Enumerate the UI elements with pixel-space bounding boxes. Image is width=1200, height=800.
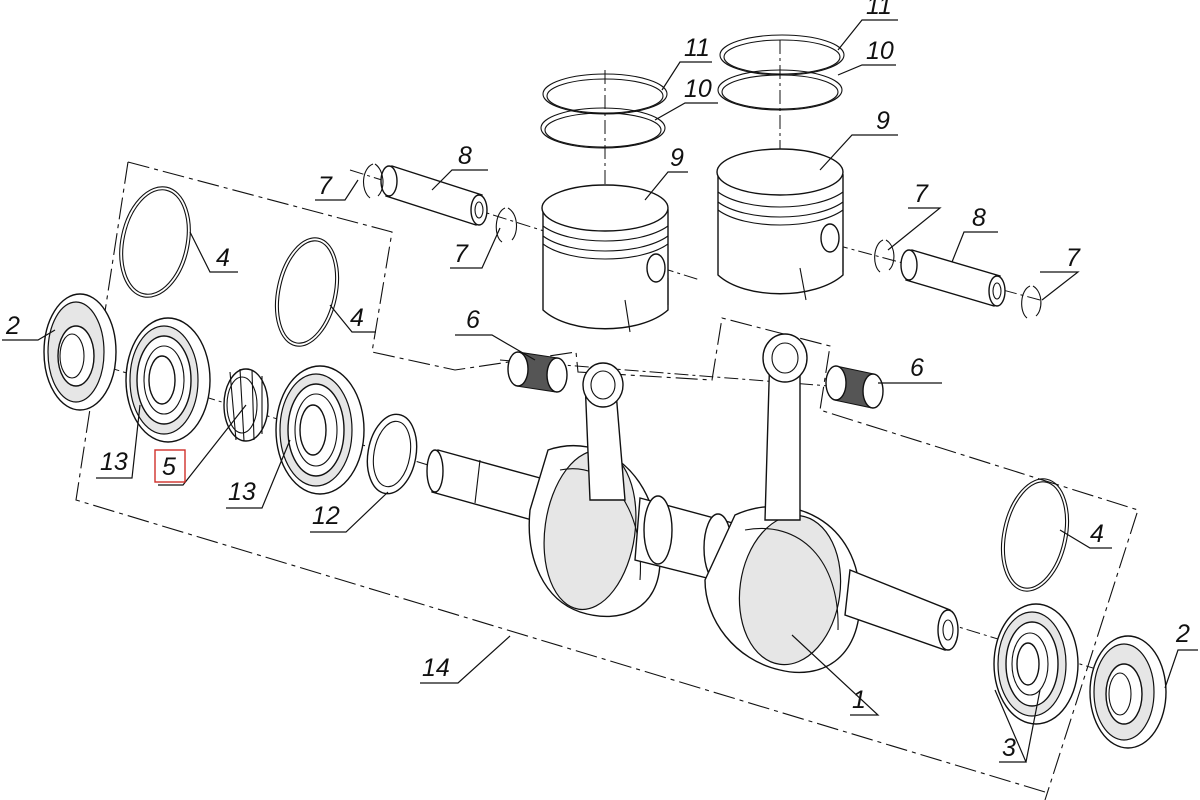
piston-rings-right (717, 34, 845, 111)
label-12: 12 (312, 502, 340, 530)
label-7-b: 7 (454, 240, 469, 268)
needle-bearing-6-left (507, 351, 568, 393)
label-7-d: 7 (1066, 244, 1081, 272)
piston-left (541, 184, 669, 333)
label-14: 14 (422, 654, 450, 682)
label-1: 1 (852, 686, 866, 714)
label-6-right: 6 (910, 354, 924, 382)
shim-ring-12 (366, 413, 418, 495)
oil-seal-right (1089, 635, 1167, 749)
piston-pin-left (380, 165, 488, 226)
label-2-left: 2 (5, 312, 20, 340)
label-6-left: 6 (466, 306, 480, 334)
piston-right (716, 148, 844, 301)
label-13-left: 13 (100, 448, 128, 476)
label-11-left: 11 (684, 34, 710, 62)
label-4-left: 4 (216, 244, 230, 272)
label-10-left: 10 (684, 75, 712, 103)
label-9-right: 9 (876, 107, 890, 135)
piston-rings-left (540, 73, 668, 149)
main-bearing-middle (275, 365, 365, 495)
oil-seal-left (43, 293, 117, 411)
label-2-right: 2 (1175, 620, 1190, 648)
label-5-highlight-box (154, 449, 186, 483)
needle-bearing-6-right (825, 365, 884, 409)
main-bearing-right (993, 603, 1079, 725)
label-4-right: 4 (1090, 520, 1104, 548)
label-4-middle: 4 (350, 304, 364, 332)
label-7-a: 7 (318, 172, 333, 200)
o-ring-middle (274, 237, 340, 347)
piston-pin-right (900, 249, 1006, 307)
o-ring-left (119, 186, 191, 298)
o-ring-right (1000, 478, 1070, 592)
label-7-c: 7 (914, 180, 929, 208)
connecting-rod-left (582, 362, 626, 501)
label-10-right: 10 (866, 37, 894, 65)
label-5: 5 (162, 453, 176, 481)
label-11-right: 11 (866, 0, 892, 20)
main-bearing-left (125, 317, 211, 443)
label-8-right: 8 (972, 204, 986, 232)
label-13-middle: 13 (228, 478, 256, 506)
label-3: 3 (1002, 734, 1016, 762)
crankshaft (426, 445, 959, 674)
leader-lines (2, 19, 1198, 763)
connecting-rod-right (762, 333, 808, 521)
circlips (363, 163, 1042, 319)
label-8-left: 8 (458, 142, 472, 170)
label-9-left: 9 (670, 144, 684, 172)
